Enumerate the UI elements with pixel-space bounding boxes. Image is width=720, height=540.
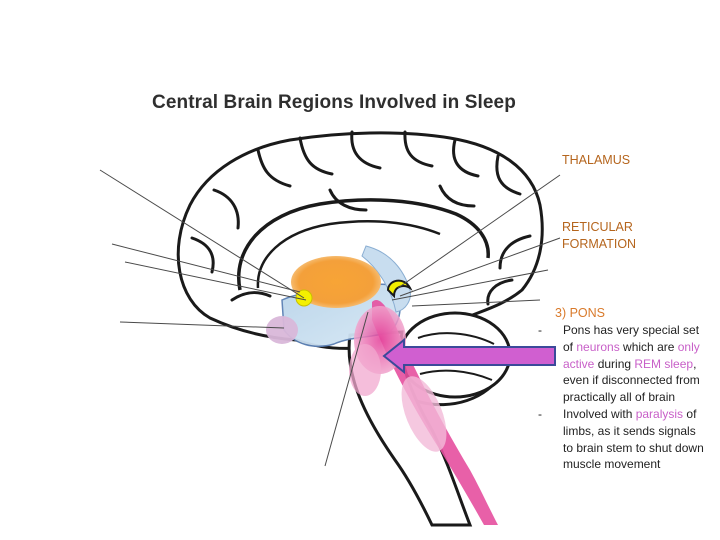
bullet-rem-neurons: - Pons has very special set of neurons w…	[538, 322, 708, 406]
bullet-text: which are	[619, 339, 678, 354]
leader-lines	[99, 169, 561, 467]
bullet-dash: -	[538, 323, 542, 337]
bullet-text: Involved with	[563, 406, 636, 421]
pineal-spot	[386, 279, 413, 299]
bullet-paralysis: - Involved with paralysis of limbs, as i…	[538, 406, 708, 473]
highlight-only-active: only active	[563, 339, 700, 371]
pons-label: 3) PONS	[555, 306, 606, 320]
reticular-formation-label: RETICULAR FORMATION	[562, 219, 672, 253]
corpus-callosum-inner	[256, 220, 441, 289]
reticular-stream	[361, 245, 411, 313]
bullet-text: during	[594, 356, 635, 371]
pons-arrow	[382, 337, 556, 375]
corpus-callosum	[237, 198, 490, 291]
bullet-text: of limbs, as it sends signals to brain s…	[563, 406, 704, 472]
highlight-paralysis: paralysis	[635, 406, 684, 421]
pons-bullets: - Pons has very special set of neurons w…	[538, 322, 708, 473]
page-title: Central Brain Regions Involved in Sleep	[152, 92, 516, 113]
reticular-label-line2: FORMATION	[562, 237, 637, 251]
thalamus-region	[291, 256, 381, 308]
bullet-dash: -	[538, 406, 542, 421]
highlight-rem-sleep: REM sleep	[634, 356, 694, 371]
medulla-glow	[401, 376, 447, 452]
limbic-region	[266, 316, 298, 344]
reticular-label-line1: RETICULAR	[562, 220, 633, 234]
thalamus-label: THALAMUS	[562, 153, 631, 167]
gyri-lines	[190, 130, 532, 306]
bullet-text: , even if disconnected from practically …	[563, 356, 700, 405]
medulla-glow-2	[349, 344, 381, 396]
highlight-neurons: neurons	[576, 339, 620, 354]
bullet-text: Pons has very special set of	[563, 323, 700, 354]
